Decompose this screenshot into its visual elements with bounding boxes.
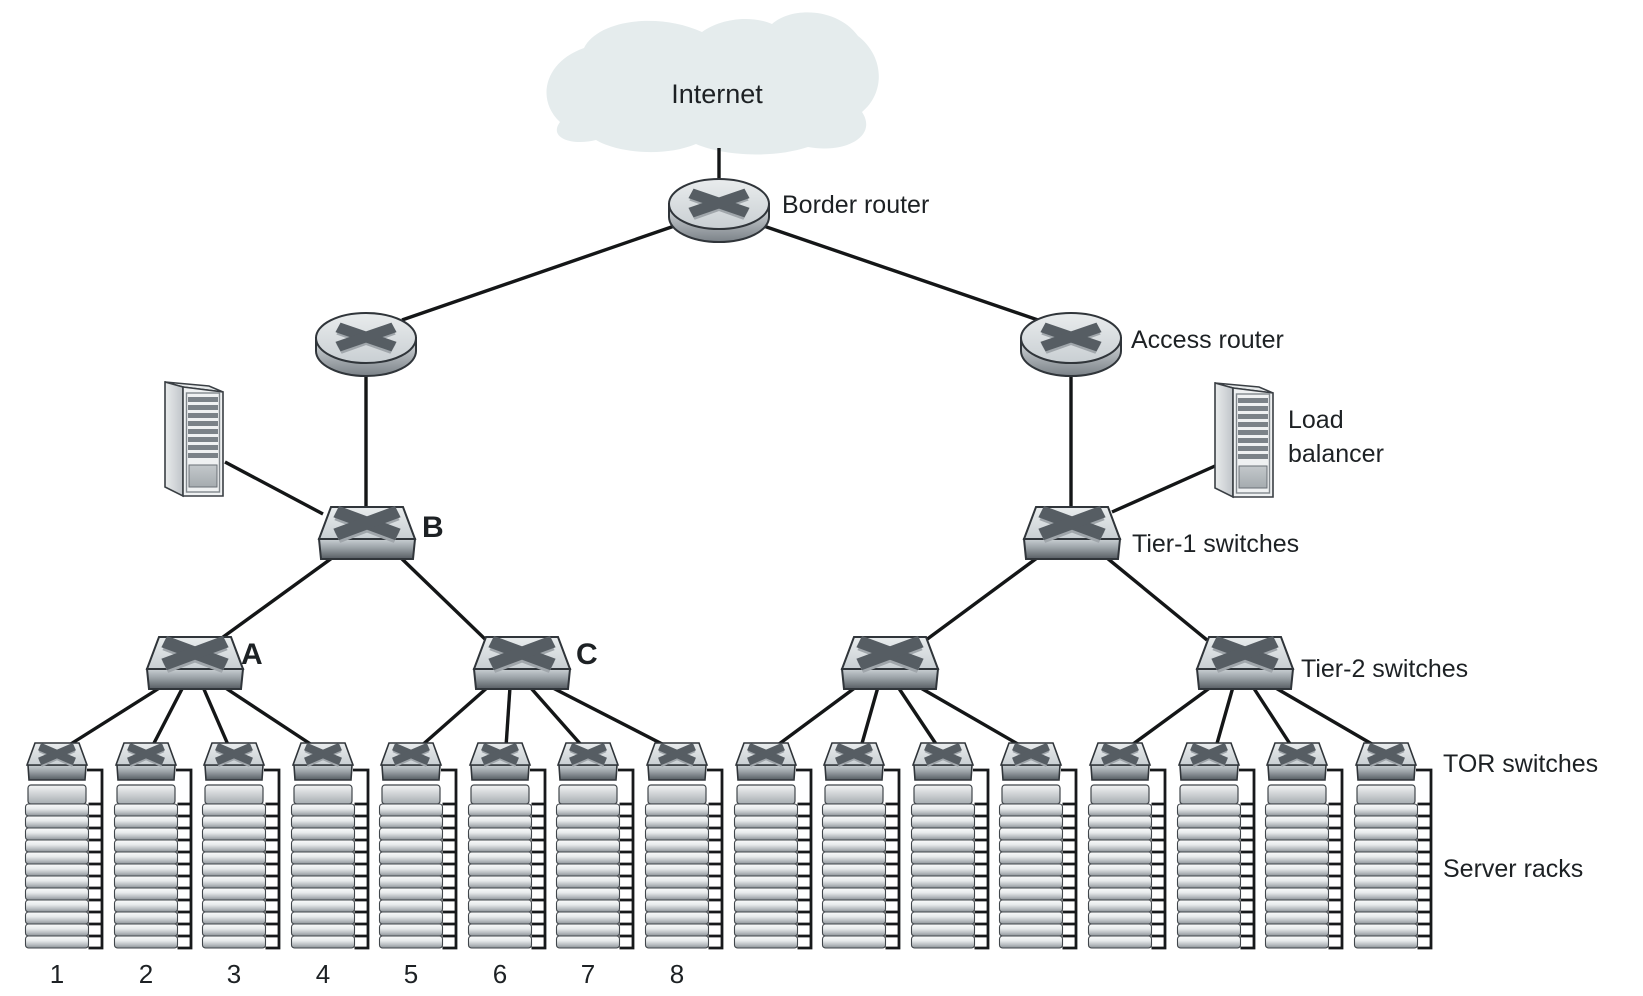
tor-rack-15 [1266,743,1343,948]
link-c-rack7 [528,685,585,749]
tor-rack-9 [735,743,812,948]
switch-a-icon [147,637,243,689]
link-t2l-rack12 [918,685,1024,749]
link-tier1-tier2-left [924,556,1039,642]
link-a-rack1 [65,685,162,749]
link-t2l-rack9 [773,685,858,749]
link-border-left-router [401,220,687,322]
link-a-rack2 [150,686,185,748]
link-b-c [399,556,488,642]
link-c-rack8 [550,685,669,749]
link-border-access-router [751,220,1039,322]
rack-number-7: 7 [581,959,595,989]
link-c-rack5 [418,685,490,749]
border-router-label: Border router [782,191,929,219]
link-tier1-tier2-right [1105,556,1209,642]
link-load-balancer-tier1 [1111,464,1216,514]
tier2-switch-left-icon [842,637,938,689]
tor-rack-14 [1178,743,1255,948]
tier2-switches-label: Tier-2 switches [1301,655,1468,683]
server-racks-label: Server racks [1443,855,1583,883]
rack-number-5: 5 [404,959,418,989]
switch-a-label: A [241,638,263,671]
link-t2l-rack11 [896,686,940,748]
tor-rack-16 [1355,743,1432,948]
link-left-tower-switch-b [224,460,324,516]
network-links [65,148,1378,749]
link-t2l-rack10 [859,686,880,748]
tor-switches-label: TOR switches [1443,750,1598,778]
left-router-icon [316,313,416,376]
tor-rack-4 [292,743,369,948]
tor-rack-13 [1089,743,1166,948]
rack-number-1: 1 [50,959,64,989]
link-b-a [218,556,333,642]
tier2-switch-right-icon [1197,637,1293,689]
rack-number-6: 6 [493,959,507,989]
load-balancer-tower [1214,382,1274,498]
switch-b-label: B [422,511,444,544]
load-balancer-label-line1: Load [1288,406,1344,434]
switch-b-icon [319,507,415,559]
tor-rack-2 [115,743,192,948]
rack-number-8: 8 [670,959,684,989]
tor-rack-3 [203,743,280,948]
link-c-rack6 [504,686,512,748]
border-router-icon [669,179,769,242]
tor-rack-7 [557,743,634,948]
switch-c-label: C [576,638,598,671]
access-router-label: Access router [1131,326,1284,354]
tor-rack-10 [823,743,900,948]
rack-number-2: 2 [139,959,153,989]
tor-rack-12 [1000,743,1077,948]
link-t2r-rack16 [1273,685,1378,749]
left-server-tower [164,381,224,497]
internet-label: Internet [671,79,763,109]
rack-number-3: 3 [227,959,241,989]
tor-rack-1 [26,743,103,948]
internet-cloud [546,12,879,155]
link-t2r-rack15 [1251,686,1294,748]
rack-number-4: 4 [316,959,330,989]
access-router-icon [1021,313,1121,376]
tor-rack-11 [912,743,989,948]
link-t2r-rack14 [1214,686,1235,748]
link-t2r-rack13 [1127,685,1213,749]
tier1-switches-label: Tier-1 switches [1132,530,1299,558]
switch-c-icon [474,637,570,689]
tor-rack-6 [469,743,546,948]
tor-rack-8 [646,743,723,948]
tor-rack-5 [380,743,457,948]
link-a-rack4 [223,685,316,749]
tier1-switch-icon [1024,507,1120,559]
load-balancer-label-line2: balancer [1288,440,1384,468]
link-a-rack3 [201,686,231,748]
